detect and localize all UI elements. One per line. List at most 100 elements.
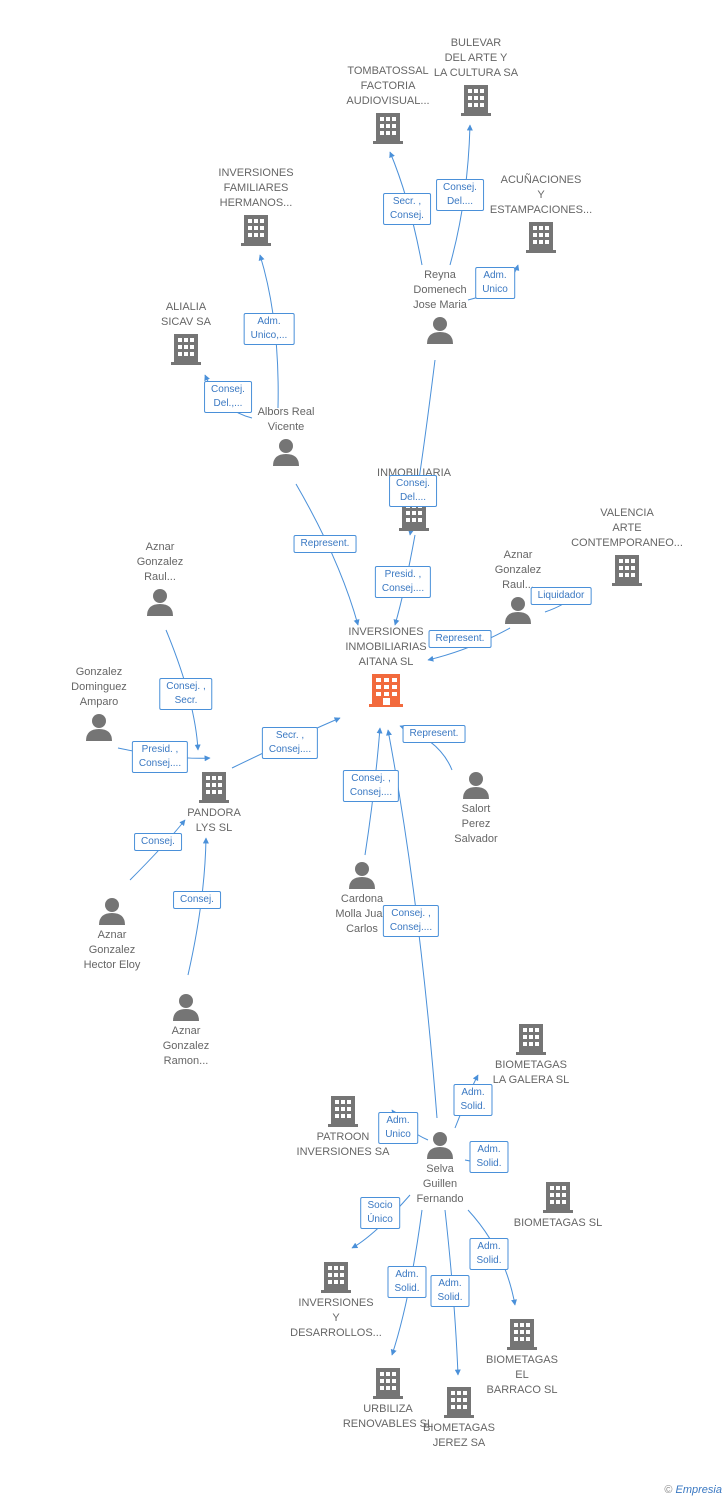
building-icon xyxy=(321,1262,351,1293)
person-node-aznar-raul-left[interactable]: Aznar Gonzalez Raul... xyxy=(85,540,235,619)
building-icon xyxy=(199,772,229,803)
relation-label[interactable]: Represent. xyxy=(402,725,466,743)
relation-label[interactable]: Adm. Solid. xyxy=(387,1266,427,1298)
company-node-biometagas-barraco[interactable]: BIOMETAGAS EL BARRACO SL xyxy=(447,1315,597,1398)
relation-label[interactable]: Adm. Solid. xyxy=(453,1084,493,1116)
relation-label[interactable]: Consej. Del.... xyxy=(436,179,484,211)
relation-label[interactable]: Presid. , Consej.... xyxy=(131,741,189,773)
company-node-patroon[interactable]: PATROON INVERSIONES SA xyxy=(268,1092,418,1160)
person-node-aznar-raul-right[interactable]: Aznar Gonzalez Raul... xyxy=(443,548,593,627)
node-label: INVERSIONES INMOBILIARIAS AITANA SL xyxy=(345,626,427,668)
person-node-selva[interactable]: Selva Guillen Fernando xyxy=(365,1128,515,1207)
node-label: URBILIZA RENOVABLES SL xyxy=(342,1403,434,1430)
person-node-albors[interactable]: Albors Real Vicente xyxy=(211,405,361,469)
building-icon xyxy=(461,85,491,116)
building-icon xyxy=(369,674,403,707)
relation-label[interactable]: Adm. Unico xyxy=(475,267,515,299)
node-label: ALIALIA SICAV SA xyxy=(161,301,211,328)
building-icon xyxy=(507,1319,537,1350)
node-label: PATROON INVERSIONES SA xyxy=(296,1131,390,1158)
company-node-tombatossal[interactable]: TOMBATOSSAL FACTORIA AUDIOVISUAL... xyxy=(313,64,463,147)
company-node-pandora[interactable]: PANDORA LYS SL xyxy=(139,768,289,836)
company-node-urbiliza[interactable]: URBILIZA RENOVABLES SL xyxy=(313,1364,463,1432)
copyright-icon: © xyxy=(664,1484,673,1496)
relation-label[interactable]: Adm. Solid. xyxy=(469,1238,509,1270)
node-label: PANDORA LYS SL xyxy=(187,807,241,834)
company-node-bulevar[interactable]: BULEVAR DEL ARTE Y LA CULTURA SA xyxy=(401,36,551,119)
node-label: BULEVAR DEL ARTE Y LA CULTURA SA xyxy=(433,37,519,79)
relation-label[interactable]: Secr. , Consej. xyxy=(383,193,431,225)
building-icon xyxy=(241,215,271,246)
person-node-gonzalez-amparo[interactable]: Gonzalez Dominguez Amparo xyxy=(24,665,174,744)
relation-label[interactable]: Represent. xyxy=(293,535,357,553)
relation-label[interactable]: Secr. , Consej.... xyxy=(261,727,319,759)
node-label: Salort Perez Salvador xyxy=(454,803,498,845)
company-node-alialia[interactable]: ALIALIA SICAV SA xyxy=(111,300,261,368)
company-node-aitana[interactable]: INVERSIONES INMOBILIARIAS AITANA SL xyxy=(311,625,461,710)
building-icon xyxy=(373,1368,403,1399)
node-label: ACUÑACIONES Y ESTAMPACIONES... xyxy=(489,174,593,216)
node-label: Gonzalez Dominguez Amparo xyxy=(71,666,127,708)
node-label: Aznar Gonzalez Raul... xyxy=(494,549,542,591)
relation-label[interactable]: Represent. xyxy=(428,630,492,648)
building-icon xyxy=(328,1096,358,1127)
node-label: Cardona Molla Juan Carlos xyxy=(335,893,389,935)
relation-label[interactable]: Adm. Unico,... xyxy=(243,313,295,345)
node-label: Reyna Domenech Jose Maria xyxy=(413,269,467,311)
relation-label[interactable]: Adm. Unico xyxy=(378,1112,418,1144)
node-label: INVERSIONES FAMILIARES HERMANOS... xyxy=(218,167,294,209)
relation-label[interactable]: Consej. , Secr. xyxy=(159,678,213,710)
node-label: Aznar Gonzalez Ramon... xyxy=(162,1025,210,1067)
edge xyxy=(295,483,360,626)
node-label: BIOMETAGAS JEREZ SA xyxy=(423,1422,495,1449)
building-icon xyxy=(612,555,642,586)
person-node-aznar-ramon[interactable]: Aznar Gonzalez Ramon... xyxy=(111,990,261,1069)
node-label: Aznar Gonzalez Hector Eloy xyxy=(83,929,141,971)
node-label: Aznar Gonzalez Raul... xyxy=(136,541,184,583)
person-icon xyxy=(463,772,489,799)
relation-label[interactable]: Consej. Del.... xyxy=(389,475,437,507)
company-node-biometagas-jerez[interactable]: BIOMETAGAS JEREZ SA xyxy=(384,1383,534,1451)
person-node-cardona[interactable]: Cardona Molla Juan Carlos xyxy=(287,858,437,937)
person-icon xyxy=(427,1132,453,1159)
building-icon xyxy=(444,1387,474,1418)
person-node-reyna[interactable]: Reyna Domenech Jose Maria xyxy=(365,268,515,347)
company-node-familiares[interactable]: INVERSIONES FAMILIARES HERMANOS... xyxy=(181,166,331,249)
relation-label[interactable]: Socio Único xyxy=(360,1197,400,1229)
footer-brand: ©Empresia xyxy=(664,1484,722,1496)
person-icon xyxy=(273,439,299,466)
relation-label[interactable]: Adm. Solid. xyxy=(469,1141,509,1173)
node-label: BIOMETAGAS EL BARRACO SL xyxy=(486,1354,558,1396)
relation-label[interactable]: Consej. xyxy=(173,891,221,909)
person-node-salort[interactable]: Salort Perez Salvador xyxy=(401,768,551,847)
node-label: TOMBATOSSAL FACTORIA AUDIOVISUAL... xyxy=(346,65,430,107)
building-icon xyxy=(543,1182,573,1213)
node-label: BIOMETAGAS SL xyxy=(513,1217,603,1229)
node-label: BIOMETAGAS LA GALERA SL xyxy=(492,1059,570,1086)
company-node-inv-desarrollos[interactable]: INVERSIONES Y DESARROLLOS... xyxy=(261,1258,411,1341)
relation-label[interactable]: Liquidador xyxy=(530,587,592,605)
node-label: Selva Guillen Fernando xyxy=(416,1163,464,1205)
person-icon xyxy=(349,862,375,889)
node-label: VALENCIA ARTE CONTEMPORANEO... xyxy=(571,507,683,549)
person-icon xyxy=(86,714,112,741)
company-node-biometagas-galera[interactable]: BIOMETAGAS LA GALERA SL xyxy=(456,1020,606,1088)
relation-label[interactable]: Consej. , Consej.... xyxy=(382,905,440,937)
relation-label[interactable]: Adm. Solid. xyxy=(430,1275,470,1307)
building-icon xyxy=(171,334,201,365)
building-icon xyxy=(526,222,556,253)
relation-label[interactable]: Consej. Del.,... xyxy=(204,381,252,413)
relation-label[interactable]: Consej. , Consej.... xyxy=(342,770,400,802)
person-node-aznar-hector[interactable]: Aznar Gonzalez Hector Eloy xyxy=(37,894,187,973)
relation-label[interactable]: Presid. , Consej.... xyxy=(374,566,432,598)
company-node-acunaciones[interactable]: ACUÑACIONES Y ESTAMPACIONES... xyxy=(466,173,616,256)
brand-name: Empresia xyxy=(675,1484,722,1496)
person-icon xyxy=(173,994,199,1021)
company-node-biometagas-sl[interactable]: BIOMETAGAS SL xyxy=(483,1178,633,1231)
building-icon xyxy=(373,113,403,144)
person-icon xyxy=(505,597,531,624)
person-icon xyxy=(99,898,125,925)
company-node-valencia-arte[interactable]: VALENCIA ARTE CONTEMPORANEO... xyxy=(552,506,702,589)
person-icon xyxy=(147,589,173,616)
relation-label[interactable]: Consej. xyxy=(134,833,182,851)
